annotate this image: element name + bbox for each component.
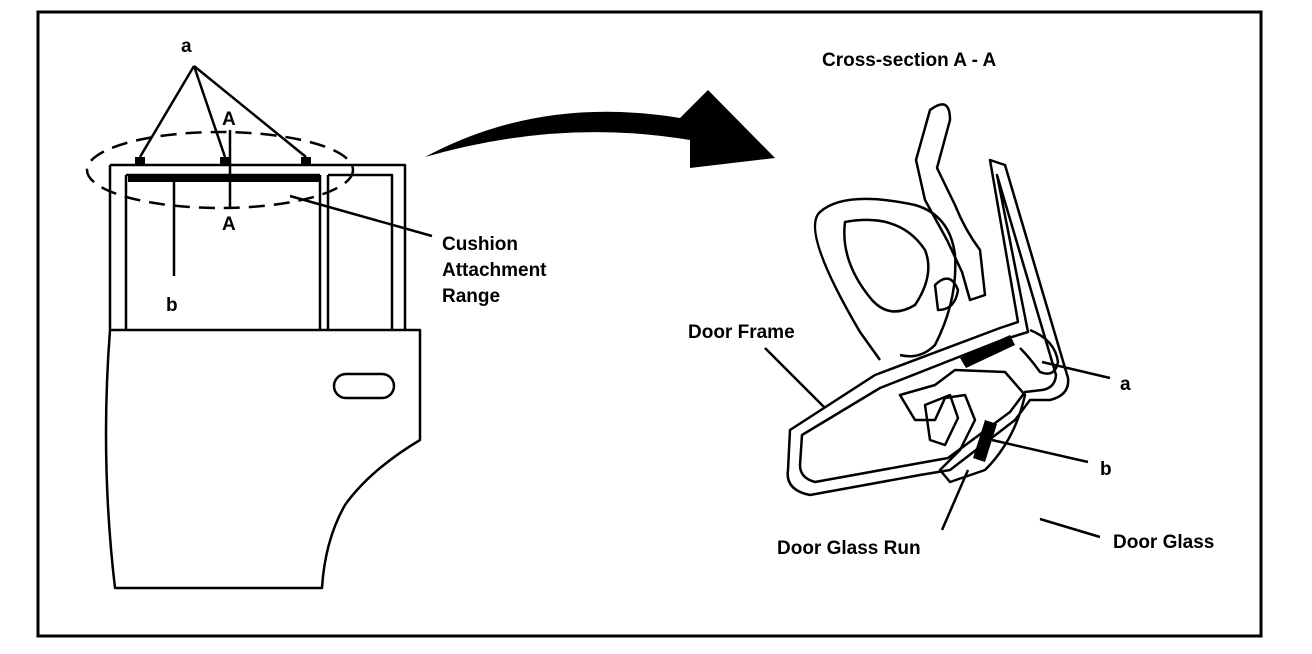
detail-ellipse [85, 130, 355, 210]
clip-marker [301, 157, 311, 164]
cross-section-leaders [764, 347, 1111, 539]
cross-section-drawing [786, 103, 1070, 497]
label-b-leader [991, 438, 1089, 464]
door-frame-label: Door Frame [688, 322, 795, 343]
door-frame-outer [786, 158, 1070, 497]
door-window-inner [124, 173, 322, 330]
door-glass-label: Door Glass [1113, 532, 1214, 553]
seal-bulb-inner [843, 218, 930, 313]
diagram-border [36, 10, 1263, 638]
section-label-top: A [222, 109, 236, 130]
door-label-b: b [166, 295, 178, 316]
door-body [104, 328, 422, 590]
cushion-b [973, 420, 997, 462]
cushion-leader [289, 194, 433, 238]
cushion-a [960, 335, 1015, 368]
clip-marker [135, 157, 145, 164]
door-frame-inner [798, 173, 1058, 484]
section-label-bottom: A [222, 214, 236, 235]
door-illustration [104, 163, 422, 590]
door-glass-run-label: Door Glass Run [777, 538, 921, 559]
cushion-label-line3: Range [442, 286, 500, 307]
door-window-quarter [326, 173, 394, 330]
seal-bulb-hole [933, 277, 960, 312]
glass-run-leader [940, 469, 970, 531]
clip-marker [220, 157, 230, 164]
door-glass-leader [1039, 517, 1101, 539]
door-label-a: a [181, 36, 192, 57]
door-handle [332, 372, 396, 400]
seal-upper-lip [914, 103, 987, 302]
attachment-clips [135, 157, 311, 164]
cushion-strip [128, 176, 320, 182]
cushion-label-line1: Cushion [442, 234, 518, 255]
retainer-clip [1019, 328, 1060, 375]
cross-section-title: Cross-section A - A [822, 50, 996, 71]
glass-run-inner [923, 393, 960, 447]
cross-section-label-b: b [1100, 459, 1112, 480]
label-a-leaders [138, 65, 307, 158]
transition-arrow [425, 90, 775, 168]
cushion-label-line2: Attachment [442, 260, 547, 281]
seal-bulb [813, 197, 957, 361]
cross-section-label-a: a [1120, 374, 1131, 395]
label-a-leader [1041, 360, 1111, 380]
door-frame-leader [764, 347, 826, 409]
door-window-frame [108, 163, 407, 330]
glass-run-channel [898, 368, 1027, 484]
